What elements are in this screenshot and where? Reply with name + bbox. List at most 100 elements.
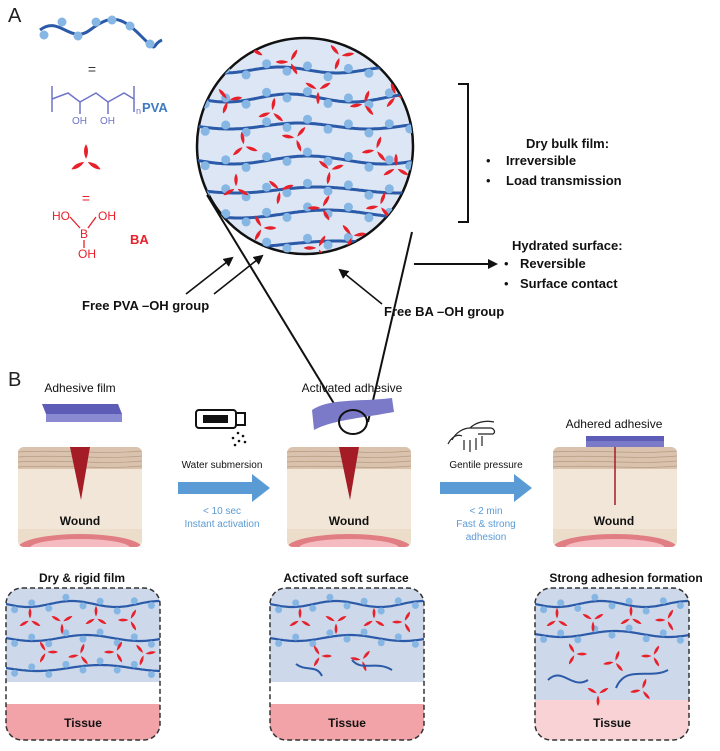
oh-group-dot	[282, 122, 292, 132]
activated-adhesive-film	[312, 398, 394, 430]
oh-group-dot	[343, 93, 353, 103]
oh-group-dot	[574, 604, 582, 612]
step-2-time: < 2 min	[469, 506, 502, 517]
oh-group-dot	[364, 128, 374, 138]
vessel-lumen	[30, 539, 130, 547]
bracket-icon	[458, 83, 469, 223]
step-1-note: Instant activation	[184, 519, 259, 530]
oh-group-dot	[292, 633, 300, 641]
tissue-label-2: Tissue	[328, 716, 366, 730]
oh-group-dot	[384, 88, 394, 98]
oh-group-dot	[608, 631, 616, 639]
oh-group-dot	[364, 213, 374, 223]
oh-group-dot	[241, 99, 251, 109]
oh-group-dot	[79, 666, 87, 674]
oh-group-dot	[364, 162, 374, 172]
free-pva-label: Free PVA –OH group	[82, 298, 209, 313]
oh-group-dot	[642, 607, 650, 615]
skin-line	[553, 465, 677, 468]
skin-section-2	[287, 447, 411, 547]
oh-group-dot	[625, 597, 633, 605]
oh-group-dot	[411, 602, 419, 609]
oh-group-dot	[221, 120, 231, 130]
free-ba-arrow	[338, 268, 383, 305]
pva-chain	[6, 633, 160, 643]
oh-group-dot	[130, 633, 138, 641]
skin-line	[553, 455, 677, 458]
ba-molecule-icon	[70, 144, 102, 172]
oh-group-dot	[262, 237, 272, 247]
oh-group-dot	[200, 214, 210, 224]
zoom-loupe	[338, 409, 368, 435]
oh-group-dot	[45, 640, 53, 648]
bullet-2: •	[486, 173, 491, 188]
oh-group-dot	[96, 628, 104, 636]
hydrated-item-2: Surface contact	[520, 276, 618, 291]
oh-group-dot	[45, 671, 53, 678]
oh-group-dot	[591, 593, 599, 601]
dry-rigid-film-box	[5, 587, 161, 741]
bullet-3: •	[504, 256, 509, 271]
oh-group-dot	[200, 126, 210, 136]
oh-group-dot	[282, 188, 292, 198]
oh-group-dot	[262, 207, 272, 217]
oh-group-dot	[200, 161, 210, 171]
oh-group-dot	[11, 639, 19, 647]
free-pva-arrow-2	[213, 254, 264, 295]
pva-chain	[535, 599, 689, 609]
oh-group-dot	[405, 192, 413, 202]
loose-chain	[547, 674, 589, 684]
oh-group-dot	[282, 212, 292, 222]
oh-group-dot	[147, 671, 155, 678]
pva-chain	[6, 663, 160, 673]
oh-group-dot	[28, 633, 36, 641]
hydrated-title: Hydrated surface:	[512, 238, 623, 253]
pva-chain	[535, 629, 689, 639]
oh-group-dot	[28, 599, 36, 607]
pva-oh-1: OH	[72, 116, 87, 127]
oh-group-dot	[557, 599, 565, 607]
free-ba-label: Free BA –OH group	[384, 304, 504, 319]
oh-group-dot	[303, 178, 312, 188]
oh-group-dot	[200, 71, 210, 81]
oh-group-dot	[262, 59, 272, 69]
oh-group-dot	[323, 186, 333, 196]
oh-group-dot	[62, 593, 70, 601]
ba-oh-2: OH	[78, 247, 96, 261]
oh-group-dot	[282, 93, 292, 103]
oh-group-dot	[343, 151, 353, 161]
oh-group-dot	[557, 629, 565, 637]
bullet-1: •	[486, 153, 491, 168]
blood-vessel	[287, 534, 411, 547]
oh-group-dot	[221, 155, 231, 165]
step-2-note-1: Fast & strong	[456, 519, 515, 530]
tissue-label-1: Tissue	[64, 716, 102, 730]
dry-bulk-title: Dry bulk film:	[526, 136, 609, 151]
activated-soft-surface-box	[269, 587, 425, 741]
step-1-arrow	[178, 474, 270, 502]
oh-group-dot	[147, 640, 155, 648]
panel-a-label: A	[8, 5, 22, 27]
blood-vessel	[553, 534, 677, 547]
step-2-note-2: adhesion	[466, 532, 507, 543]
wound-label-1: Wound	[60, 514, 100, 528]
oh-group-dot	[364, 190, 374, 200]
ba-b: B	[80, 227, 88, 241]
adhesive-film-title: Adhesive film	[44, 381, 115, 395]
oh-group-dot	[343, 63, 353, 73]
oh-group-dot	[200, 244, 210, 254]
oh-group-dot	[343, 602, 351, 610]
pva-structure: OH OH n	[51, 86, 141, 127]
oh-group-dot	[309, 604, 317, 612]
oh-group-dot	[303, 147, 312, 157]
oh-group-dot	[384, 236, 394, 246]
oh-group-dot	[79, 635, 87, 643]
oh-group-dot	[323, 98, 333, 108]
oh-group-dot	[608, 602, 616, 610]
skin-line	[553, 460, 677, 463]
wound-label-3: Wound	[594, 514, 634, 528]
bullet-4: •	[504, 276, 509, 291]
pva-chain-icon	[39, 15, 163, 49]
oh-group-dot	[303, 114, 312, 124]
